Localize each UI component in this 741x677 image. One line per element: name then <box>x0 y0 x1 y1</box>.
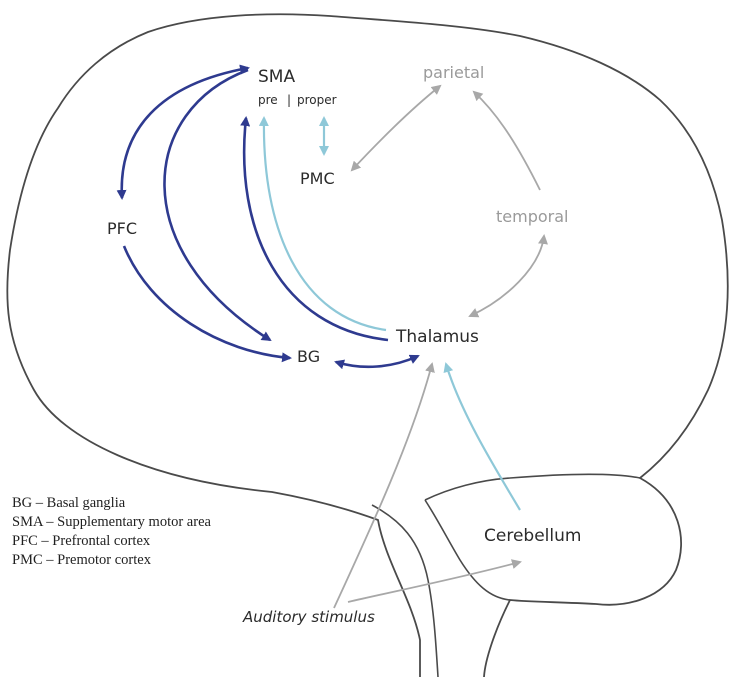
brainstem-contour <box>372 505 438 677</box>
label-temporal: temporal <box>496 207 568 226</box>
arrow-temporal-thalamus <box>470 236 544 316</box>
legend-item-bg: BG – Basal ganglia <box>12 494 211 513</box>
label-sma-proper: proper <box>297 93 337 107</box>
arrow-sma-to-bg <box>164 70 270 340</box>
label-sma-separator: | <box>287 93 291 107</box>
brain-outline <box>7 14 728 677</box>
label-auditory-stimulus: Auditory stimulus <box>242 608 375 626</box>
label-pfc: PFC <box>107 219 137 238</box>
legend-item-sma: SMA – Supplementary motor area <box>12 513 211 532</box>
label-thalamus: Thalamus <box>395 327 479 347</box>
label-bg: BG <box>297 347 320 366</box>
arrow-temporal-to-parietal <box>474 92 540 190</box>
arrow-thalamus-to-sma-pre <box>244 118 388 340</box>
legend-item-pmc: PMC – Premotor cortex <box>12 551 211 570</box>
label-cerebellum: Cerebellum <box>484 526 581 546</box>
arrow-parietal-pmc <box>352 86 440 170</box>
legend: BG – Basal ganglia SMA – Supplementary m… <box>12 494 211 570</box>
label-sma: SMA <box>258 67 295 87</box>
legend-item-pfc: PFC – Prefrontal cortex <box>12 532 211 551</box>
arrow-pfc-to-bg <box>124 246 290 358</box>
label-parietal: parietal <box>423 63 484 82</box>
arrow-bg-thalamus <box>336 356 418 367</box>
label-sma-pre: pre <box>258 93 278 107</box>
label-pmc: PMC <box>300 169 335 188</box>
arrow-sma-to-pfc <box>122 68 248 198</box>
arrow-auditory-to-thalamus <box>334 364 432 608</box>
